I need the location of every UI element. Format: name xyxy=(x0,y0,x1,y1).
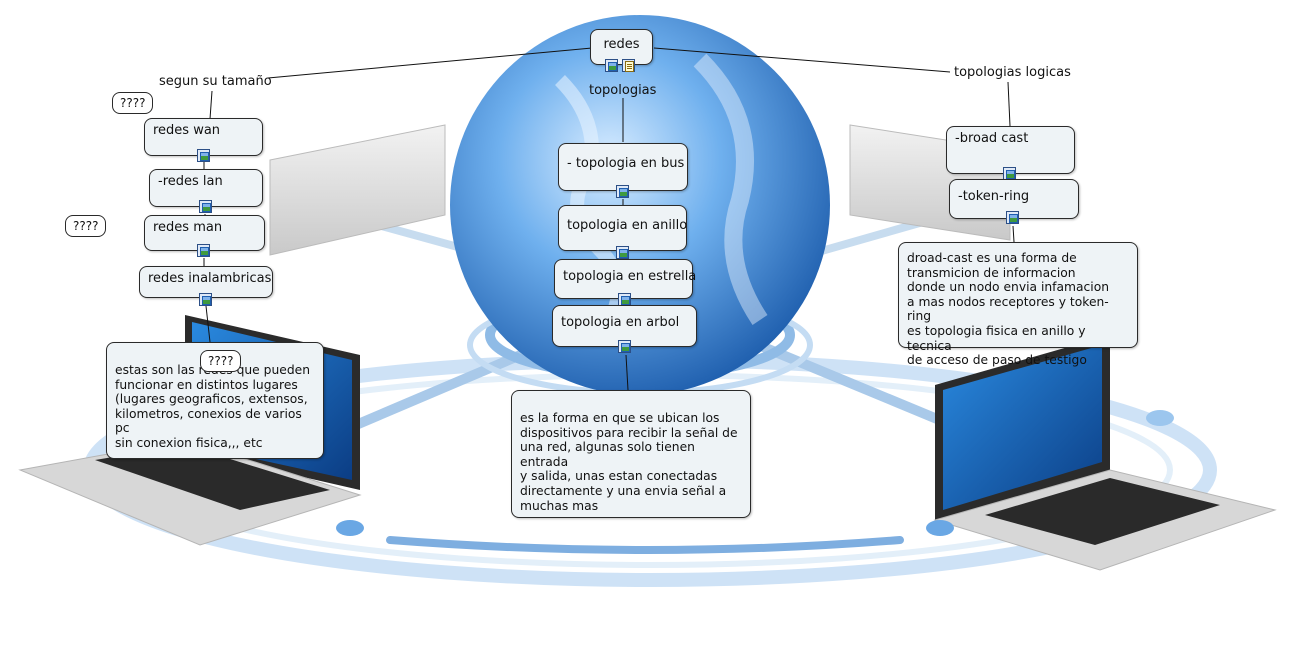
concept-label: topologia en estrella xyxy=(563,269,697,284)
image-icon[interactable] xyxy=(197,149,210,162)
concept-node-topologia-anillo[interactable]: topologia en anillo xyxy=(558,205,687,251)
link-label-size[interactable]: segun su tamaño xyxy=(159,74,272,89)
link-label-logical[interactable]: topologias logicas xyxy=(954,65,1071,80)
concept-label: - topologia en bus xyxy=(567,156,685,171)
image-icon[interactable] xyxy=(1006,211,1019,224)
concept-node-redes-inalambricas[interactable]: redes inalambricas xyxy=(139,266,273,298)
concept-label: -token-ring xyxy=(958,189,1030,204)
root-node-redes[interactable]: redes xyxy=(590,29,653,65)
note-topology-description[interactable]: es la forma en que se ubican los disposi… xyxy=(511,390,751,518)
concept-node-topologia-bus[interactable]: - topologia en bus xyxy=(558,143,688,191)
image-icon[interactable] xyxy=(1003,167,1016,180)
image-icon[interactable] xyxy=(197,244,210,257)
concept-label: redes man xyxy=(153,220,223,235)
concept-label: redes wan xyxy=(153,123,221,138)
root-node-label: redes xyxy=(603,37,640,52)
image-icon[interactable] xyxy=(616,246,629,259)
image-icon[interactable] xyxy=(616,185,629,198)
note-icon[interactable] xyxy=(622,59,635,72)
concept-label: -redes lan xyxy=(158,174,223,189)
concept-label: -broad cast xyxy=(955,131,1029,146)
concept-node-redes-lan[interactable]: -redes lan xyxy=(149,169,263,207)
concept-label: topologia en anillo xyxy=(567,218,688,233)
link-label-topologies[interactable]: topologias xyxy=(589,83,657,98)
image-icon[interactable] xyxy=(199,293,212,306)
question-bubble[interactable]: ???? xyxy=(65,215,107,237)
question-bubble[interactable]: ???? xyxy=(200,350,242,372)
image-icon[interactable] xyxy=(618,340,631,353)
concept-label: redes inalambricas xyxy=(148,271,272,286)
concept-label: topologia en arbol xyxy=(561,315,680,330)
question-bubble[interactable]: ???? xyxy=(112,92,154,114)
image-icon[interactable] xyxy=(199,200,212,213)
image-icon[interactable] xyxy=(605,59,618,72)
note-logical-description[interactable]: droad-cast es una forma de transmicion d… xyxy=(898,242,1138,367)
